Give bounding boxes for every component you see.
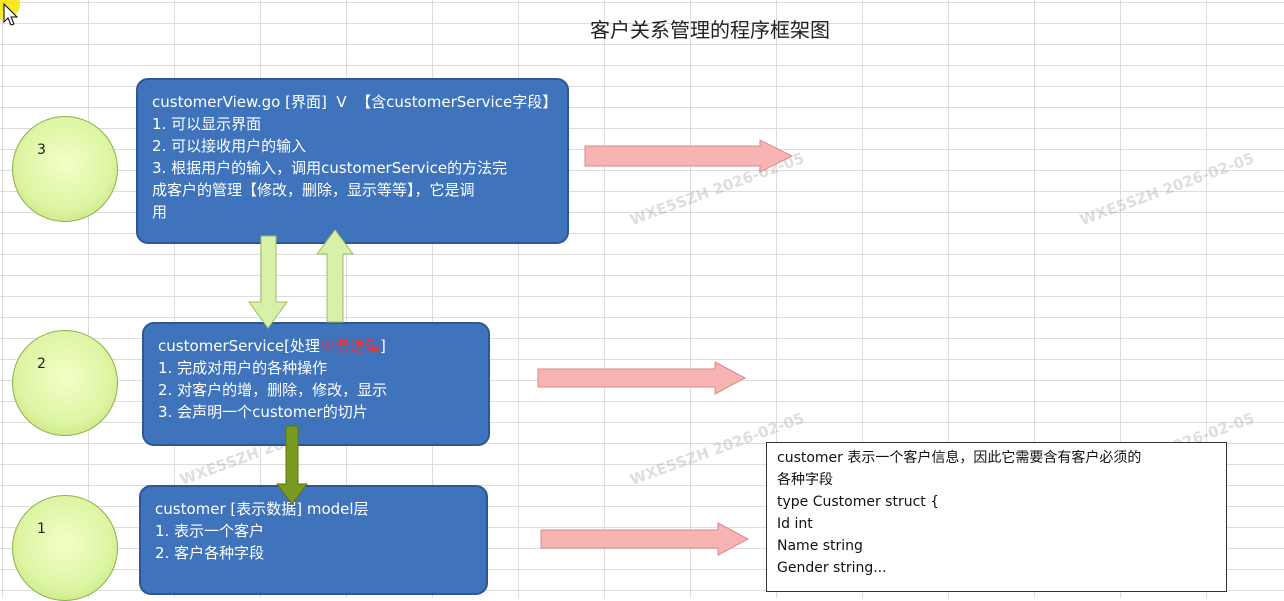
highlighted-cursor	[0, 0, 24, 34]
up-arrow	[316, 229, 354, 323]
box-header: customerService[处理业务逻辑]	[158, 335, 474, 357]
layer-number: 1	[37, 521, 46, 537]
page-title: 客户关系管理的程序框架图	[590, 18, 830, 42]
box-line: 1. 表示一个客户	[155, 522, 265, 540]
box-line: 1. 可以显示界面	[152, 115, 262, 133]
note-line: type Customer struct {	[777, 494, 940, 510]
mouse-pointer-icon	[0, 0, 20, 26]
layer-number-circle: 1	[12, 495, 118, 601]
box-line: 2. 客户各种字段	[155, 544, 265, 562]
box-line: 用	[152, 203, 168, 221]
note-line: 各种字段	[777, 472, 833, 488]
note-line: Name string	[777, 538, 863, 554]
layer-number: 2	[37, 356, 46, 372]
right-arrow	[540, 522, 750, 556]
box-line: 成客户的管理【修改，删除，显示等等】，它是调	[152, 181, 475, 199]
note-line: Gender string...	[777, 560, 887, 576]
down-arrow-dark	[276, 425, 308, 505]
layer-number-circle: 3	[12, 116, 118, 222]
box-line: 2. 可以接收用户的输入	[152, 137, 307, 155]
box-line: 2. 对客户的增，删除，修改，显示	[158, 381, 388, 399]
box-header-text: customerView.go [界面] V 【含customerService…	[152, 93, 558, 111]
box-line: 3. 会声明一个customer的切片	[158, 403, 368, 421]
note-line: customer 表示一个客户信息，因此它需要含有客户必须的	[777, 450, 1142, 466]
box-line: 3. 根据用户的输入，调用customerService的方法完	[152, 159, 508, 177]
box-header-text: customer [表示数据] model层	[155, 500, 369, 518]
box-line: 1. 完成对用户的各种操作	[158, 359, 328, 377]
box-header: customerView.go [界面] V 【含customerService…	[152, 91, 557, 113]
right-arrow	[584, 139, 794, 173]
box-header: customer [表示数据] model层	[155, 498, 472, 520]
note-line: Id int	[777, 516, 813, 532]
view-layer-box: customerView.go [界面] V 【含customerService…	[136, 78, 569, 244]
layer-number: 3	[37, 142, 46, 158]
box-header-text-end: ]	[379, 337, 386, 355]
right-arrow	[537, 361, 747, 395]
model-layer-box: customer [表示数据] model层 1. 表示一个客户 2. 客户各种…	[139, 485, 488, 595]
box-header-text: customerService[处理	[158, 337, 320, 355]
customer-struct-note: customer 表示一个客户信息，因此它需要含有客户必须的 各种字段 type…	[766, 442, 1227, 592]
service-layer-box: customerService[处理业务逻辑] 1. 完成对用户的各种操作 2.…	[142, 322, 490, 446]
down-arrow	[248, 235, 288, 329]
box-header-highlight: 业务逻辑	[319, 337, 380, 355]
layer-number-circle: 2	[12, 330, 118, 436]
